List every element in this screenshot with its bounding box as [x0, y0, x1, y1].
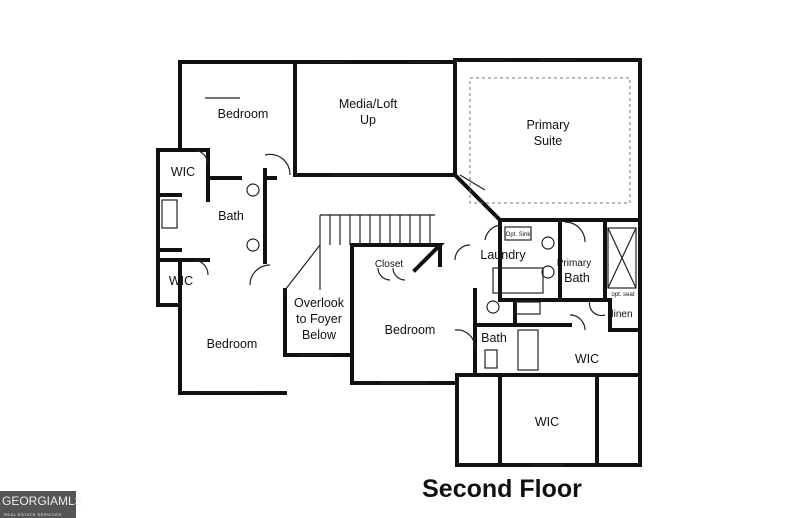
logo-name: GEORGIAMLS	[2, 494, 83, 508]
room-label-bedroom: Bedroom	[218, 107, 269, 121]
room-label-primary-bath: Primary	[557, 258, 591, 269]
room-labels: Bedroom Media/Loft Up Primary Suite WIC …	[169, 97, 635, 429]
room-label-media-loft-up: Up	[360, 113, 376, 127]
room-label-bedroom: Bedroom	[207, 337, 258, 351]
room-label-primary-bath: Bath	[564, 271, 590, 285]
walls	[156, 58, 642, 467]
room-label-bath: Bath	[481, 331, 507, 345]
room-label-wic: WIC	[575, 352, 599, 366]
room-label-overlook: to Foyer	[296, 312, 342, 326]
room-label-suite: Suite	[534, 134, 563, 148]
room-label-linen: linen	[611, 309, 632, 320]
room-label-overlook: Below	[302, 328, 337, 342]
logo-tagline: REAL ESTATE SERVICES	[4, 512, 62, 517]
room-label-opt-seat: opt. seat	[611, 292, 634, 298]
georgiamls-logo: GEORGIAMLS REAL ESTATE SERVICES	[0, 491, 83, 518]
room-label-media-loft: Media/Loft	[339, 97, 398, 111]
room-label-overlook: Overlook	[294, 296, 345, 310]
room-label-wic: WIC	[169, 274, 193, 288]
room-label-opt-sink: Opt. Sink	[506, 232, 532, 238]
room-label-primary: Primary	[526, 118, 570, 132]
floor-title: Second Floor	[422, 475, 582, 503]
fixtures	[161, 59, 637, 466]
room-label-wic: WIC	[535, 415, 559, 429]
room-label-bath: Bath	[218, 209, 244, 223]
room-label-bedroom: Bedroom	[385, 323, 436, 337]
room-label-closet: Closet	[375, 259, 404, 270]
room-label-laundry: Laundry	[480, 248, 526, 262]
room-label-wic: WIC	[171, 165, 195, 179]
